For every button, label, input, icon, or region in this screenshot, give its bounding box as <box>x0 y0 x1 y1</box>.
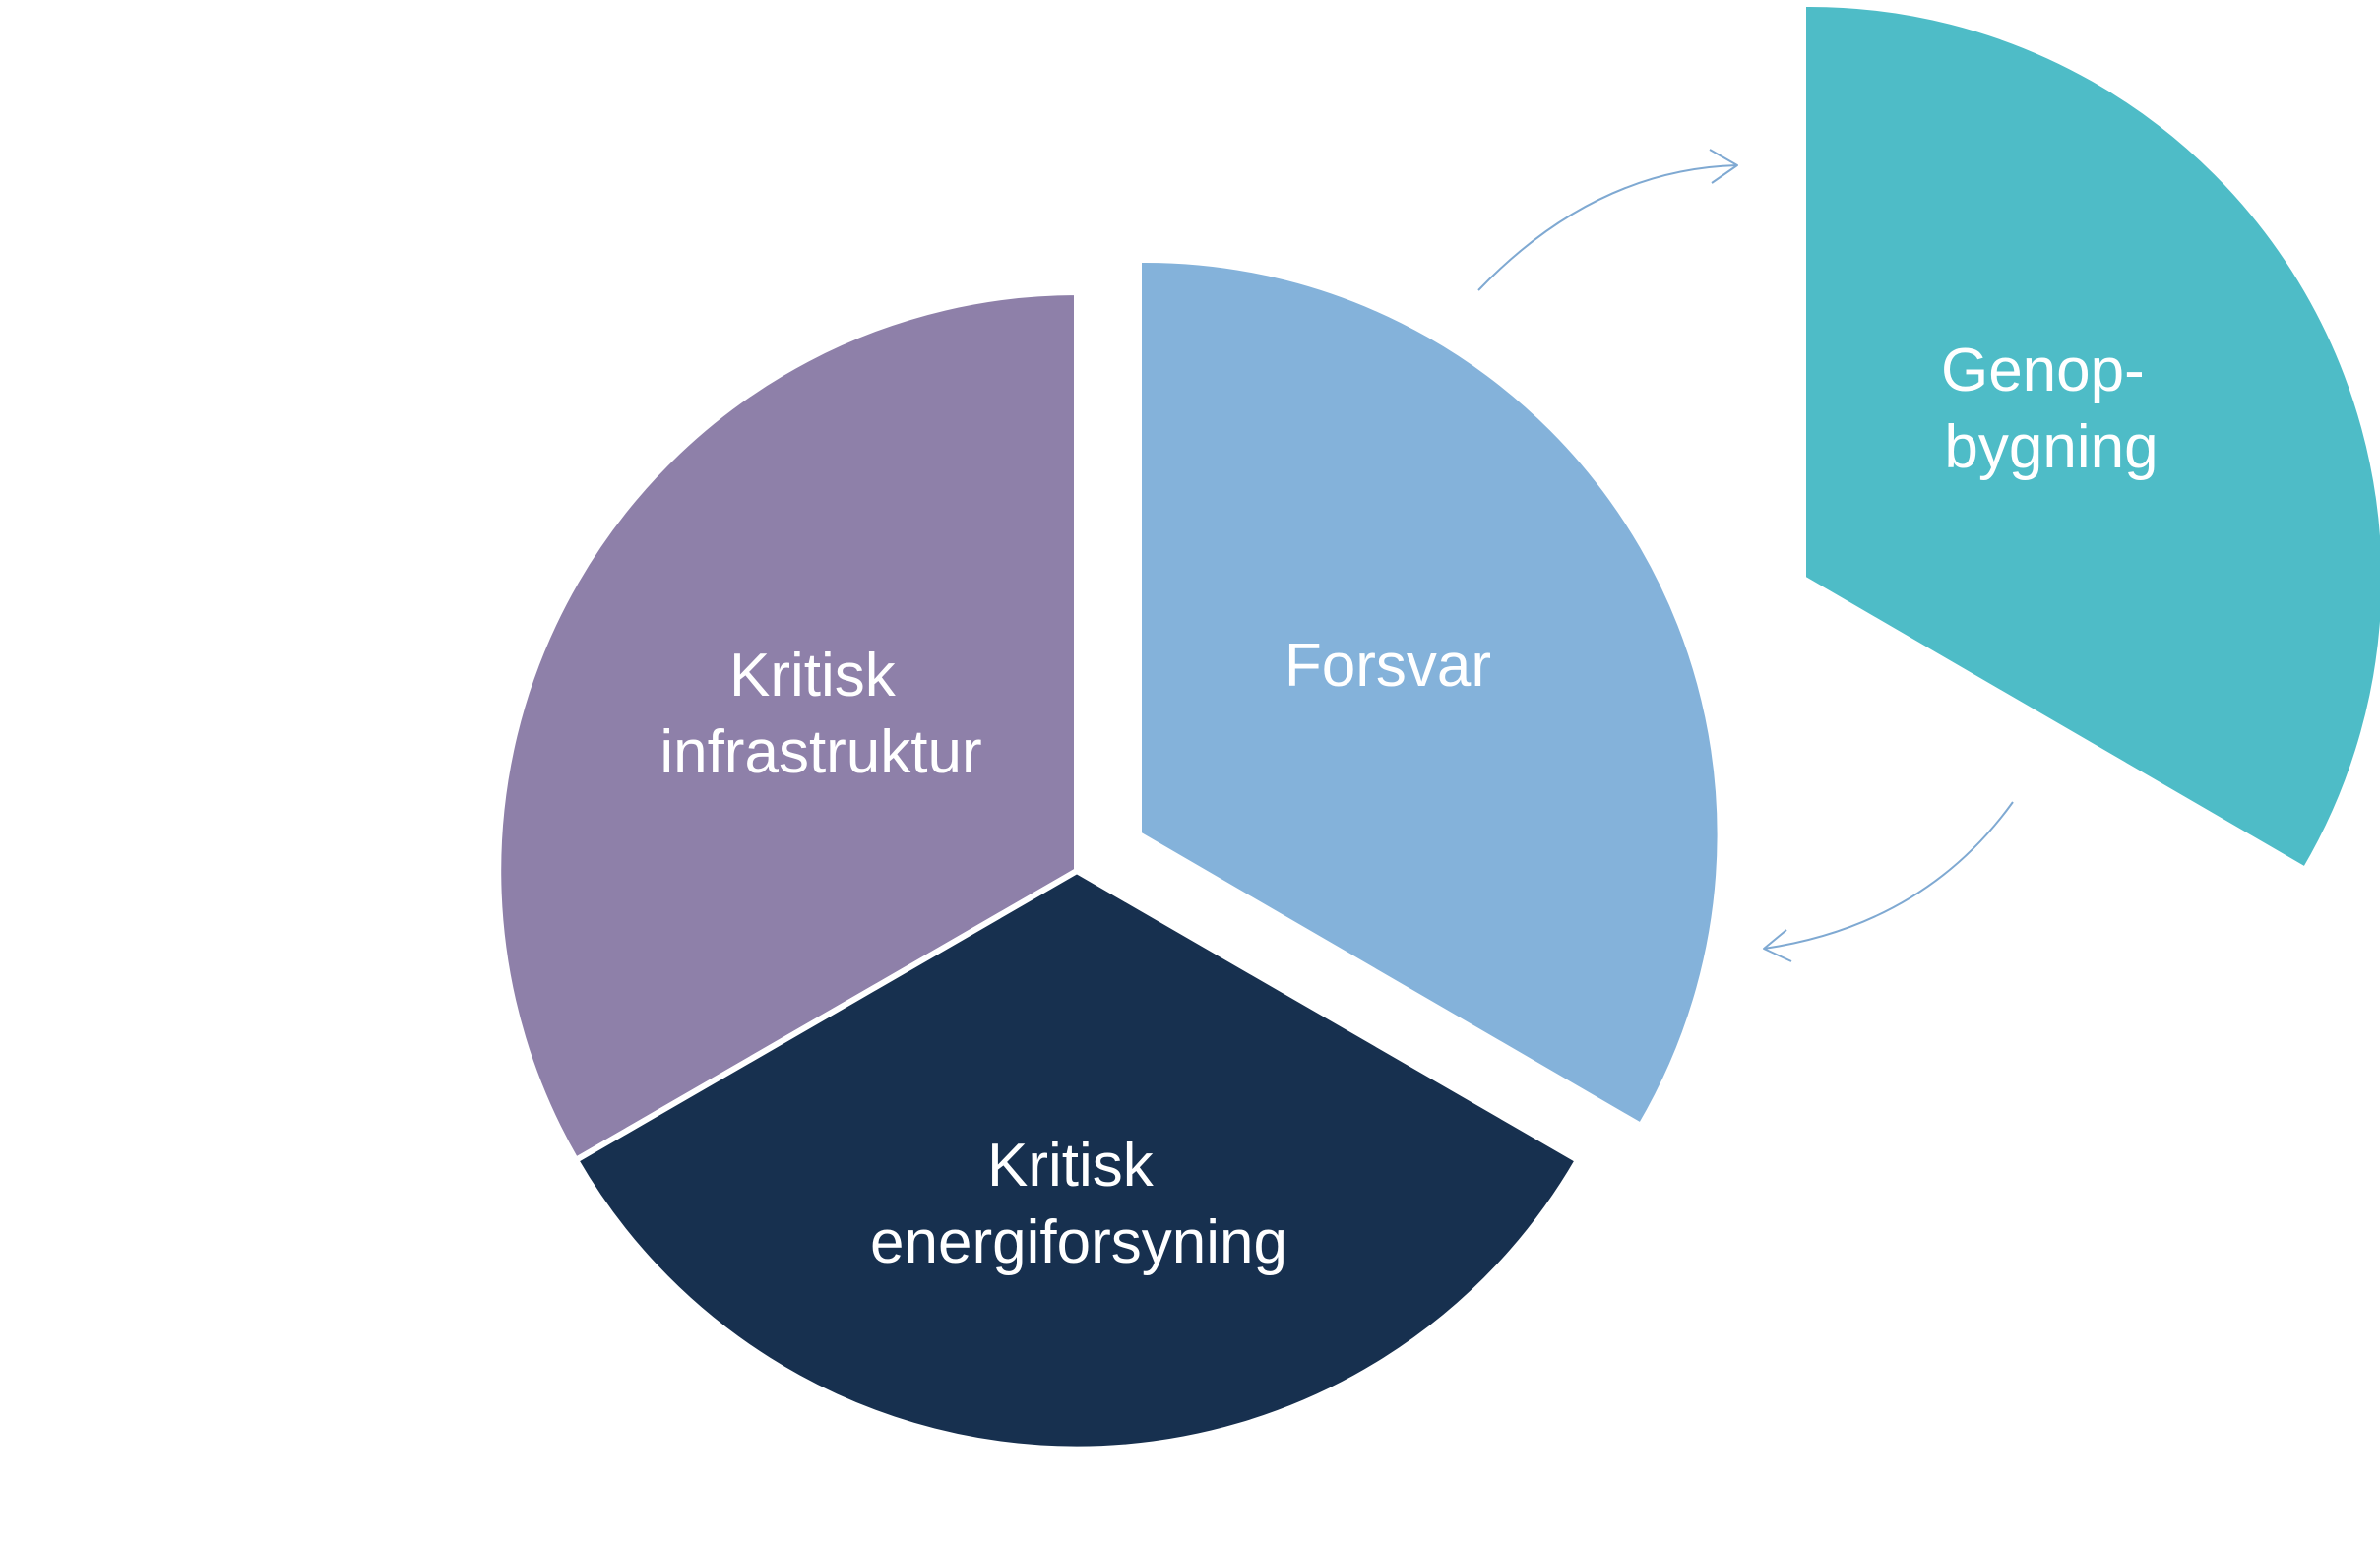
label-line: Kritisk <box>729 642 897 709</box>
label-line: Forsvar <box>1284 632 1491 700</box>
segment-kritisk-infrastruktur: Kritisk infrastruktur <box>495 289 1080 1163</box>
arrow-curve <box>1477 164 1738 291</box>
segment-kritisk-energiforsyning-label: Kritisk energiforsyning <box>870 1132 1287 1276</box>
arrow-head-icon <box>1709 149 1738 184</box>
label-line: infrastruktur <box>659 718 981 786</box>
segment-genopbygning: Genop- bygning <box>1800 0 2380 873</box>
arrow-to-genopbygning <box>1477 149 1738 291</box>
label-line: bygning <box>1944 413 2158 481</box>
arrow-head-icon <box>1763 929 1792 962</box>
label-line: Kritisk <box>987 1132 1155 1200</box>
arrow-curve <box>1763 801 2014 950</box>
segment-kritisk-infrastruktur-label: Kritisk infrastruktur <box>659 642 981 786</box>
segment-forsvar-shape <box>1136 256 1723 1129</box>
segment-kritisk-energiforsyning: Kritisk energiforsyning <box>573 868 1581 1452</box>
label-line: energiforsyning <box>870 1208 1287 1276</box>
label-line: Genop- <box>1941 337 2145 404</box>
segment-genopbygning-shape <box>1800 0 2380 873</box>
segment-forsvar: Forsvar <box>1136 256 1723 1129</box>
arrow-to-forsvar <box>1763 801 2014 962</box>
segment-forsvar-label: Forsvar <box>1284 632 1491 700</box>
segment-genopbygning-label: Genop- bygning <box>1941 337 2161 481</box>
segment-kritisk-energiforsyning-shape <box>573 868 1581 1452</box>
segment-kritisk-infrastruktur-shape <box>495 289 1080 1163</box>
